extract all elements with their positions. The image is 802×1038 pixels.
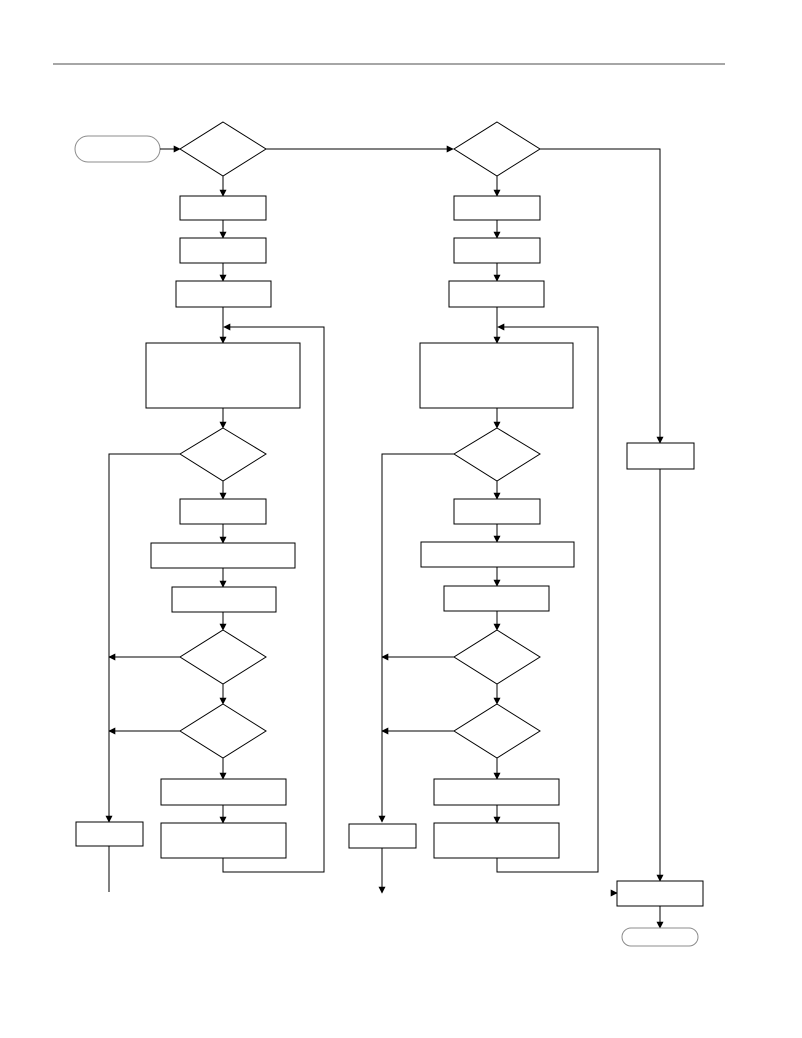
loop-return-line: [496, 323, 599, 873]
process-box: [179, 237, 267, 264]
exit-line: [378, 453, 454, 823]
process-box: [453, 237, 541, 264]
process-box-wide: [150, 542, 296, 569]
decision-diamond: [453, 427, 541, 482]
process-box: [175, 280, 272, 308]
decision-diamond: [179, 427, 267, 482]
process-box: [171, 586, 277, 613]
process-box: [160, 778, 287, 806]
decision-diamond: [453, 703, 541, 759]
end-terminal: [621, 927, 699, 947]
process-box: [433, 778, 560, 806]
decision-diamond: [179, 121, 267, 177]
process-box: [453, 195, 541, 221]
decision-diamond: [179, 629, 267, 685]
middle-branch: [348, 121, 664, 894]
process-box: [443, 585, 550, 612]
final-process-box: [616, 880, 704, 907]
process-box: [626, 442, 695, 470]
decision-diamond: [453, 629, 541, 685]
exit-line: [105, 453, 180, 823]
process-box: [448, 280, 545, 308]
skip-line: [540, 148, 664, 444]
decision-diamond: [179, 703, 267, 759]
process-box-large: [145, 342, 301, 409]
process-box-wide: [420, 541, 575, 568]
right-branch: [610, 442, 704, 947]
process-box: [433, 822, 560, 859]
exit-box: [75, 821, 144, 847]
process-box: [160, 822, 287, 859]
decision-diamond: [453, 121, 541, 177]
process-box: [179, 195, 267, 221]
loop-return-line: [222, 323, 325, 873]
left-branch: [74, 121, 454, 892]
process-box-large: [419, 342, 574, 409]
exit-box: [348, 823, 417, 849]
start-terminal: [74, 135, 161, 163]
process-box: [179, 498, 267, 525]
process-box: [453, 498, 541, 525]
